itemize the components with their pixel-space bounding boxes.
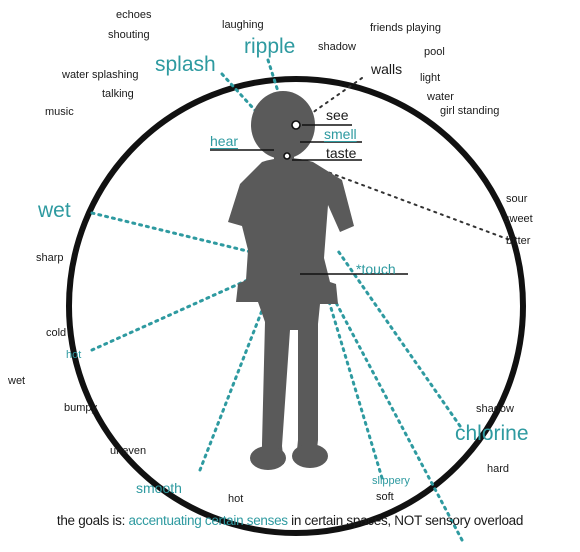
mouth-marker [284,153,290,159]
word-walls: walls [371,62,402,76]
caption-prefix: the goals is: [57,513,129,528]
word-wet-large: wet [38,200,71,221]
connector-slippery [328,298,382,478]
word-water: water [427,92,454,103]
sense-smell: smell [324,127,357,141]
word-bitter: bitter [506,236,530,247]
word-chlorine: chlorine [455,423,529,444]
word-music: music [45,107,74,118]
word-sharp: sharp [36,253,64,264]
sense-taste: taste [326,146,356,160]
word-bumpy: bumpy [64,403,97,414]
word-hot-bottom: hot [228,494,243,505]
sense-touch: *touch [356,262,396,276]
sense-hear: hear [210,134,238,148]
word-sour: sour [506,194,527,205]
word-hot-teal: hot [66,350,81,361]
word-ripple: ripple [244,36,295,57]
word-hard: hard [487,464,509,475]
caption-suffix: in certain spaces, NOT sensory overload [288,513,523,528]
connector-bottom [332,295,462,540]
word-light: light [420,73,440,84]
word-uneven: uneven [110,446,146,457]
word-splash: splash [155,54,216,75]
word-smooth: smooth [136,481,182,495]
word-talking: talking [102,89,134,100]
caption-highlight: accentuating certain senses [128,513,287,528]
word-shouting: shouting [108,30,150,41]
word-cold: cold [46,328,66,339]
word-sweet: sweet [504,214,533,225]
word-laughing: laughing [222,20,264,31]
word-echoes: echoes [116,10,151,21]
word-wet-small: wet [8,376,25,387]
connector-smooth [200,295,268,470]
word-slippery: slippery [372,476,410,487]
sense-see: see [326,108,349,122]
connector-hot [92,278,252,350]
word-pool: pool [424,47,445,58]
word-soft: soft [376,492,394,503]
word-shadow-right: shadow [476,404,514,415]
eye-marker [292,121,300,129]
word-girl-standing: girl standing [440,106,499,117]
word-friends-playing: friends playing [370,23,441,34]
word-shadow-top: shadow [318,42,356,53]
caption: the goals is: accentuating certain sense… [0,513,580,528]
word-water-splashing: water splashing [62,70,138,81]
